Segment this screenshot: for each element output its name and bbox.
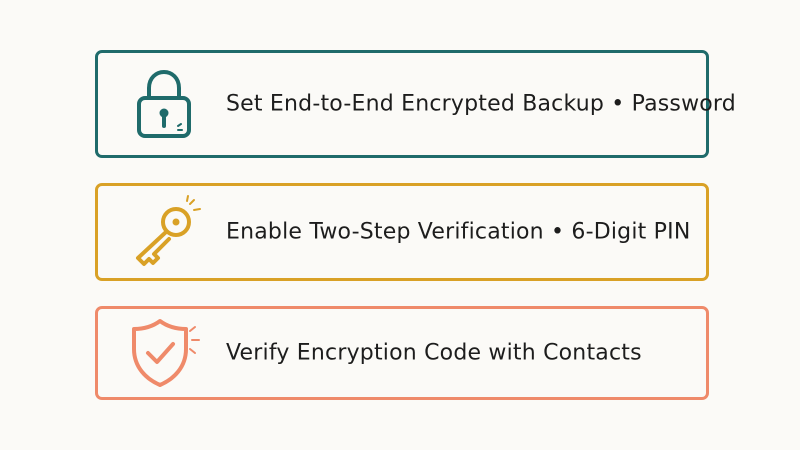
step-card-verify-encryption-code[interactable]: Verify Encryption Code with Contacts [95, 306, 709, 400]
key-icon [124, 192, 204, 272]
step-card-two-step-verification[interactable]: Enable Two-Step Verification • 6-Digit P… [95, 183, 709, 281]
step-label-verify-encryption-code: Verify Encryption Code with Contacts [226, 340, 642, 366]
step-label-encrypted-backup: Set End-to-End Encrypted Backup • Passwo… [226, 91, 736, 117]
padlock-icon [124, 64, 204, 144]
step-card-encrypted-backup[interactable]: Set End-to-End Encrypted Backup • Passwo… [95, 50, 736, 158]
shield-check-icon [124, 313, 204, 393]
step-label-two-step-verification: Enable Two-Step Verification • 6-Digit P… [226, 219, 691, 245]
